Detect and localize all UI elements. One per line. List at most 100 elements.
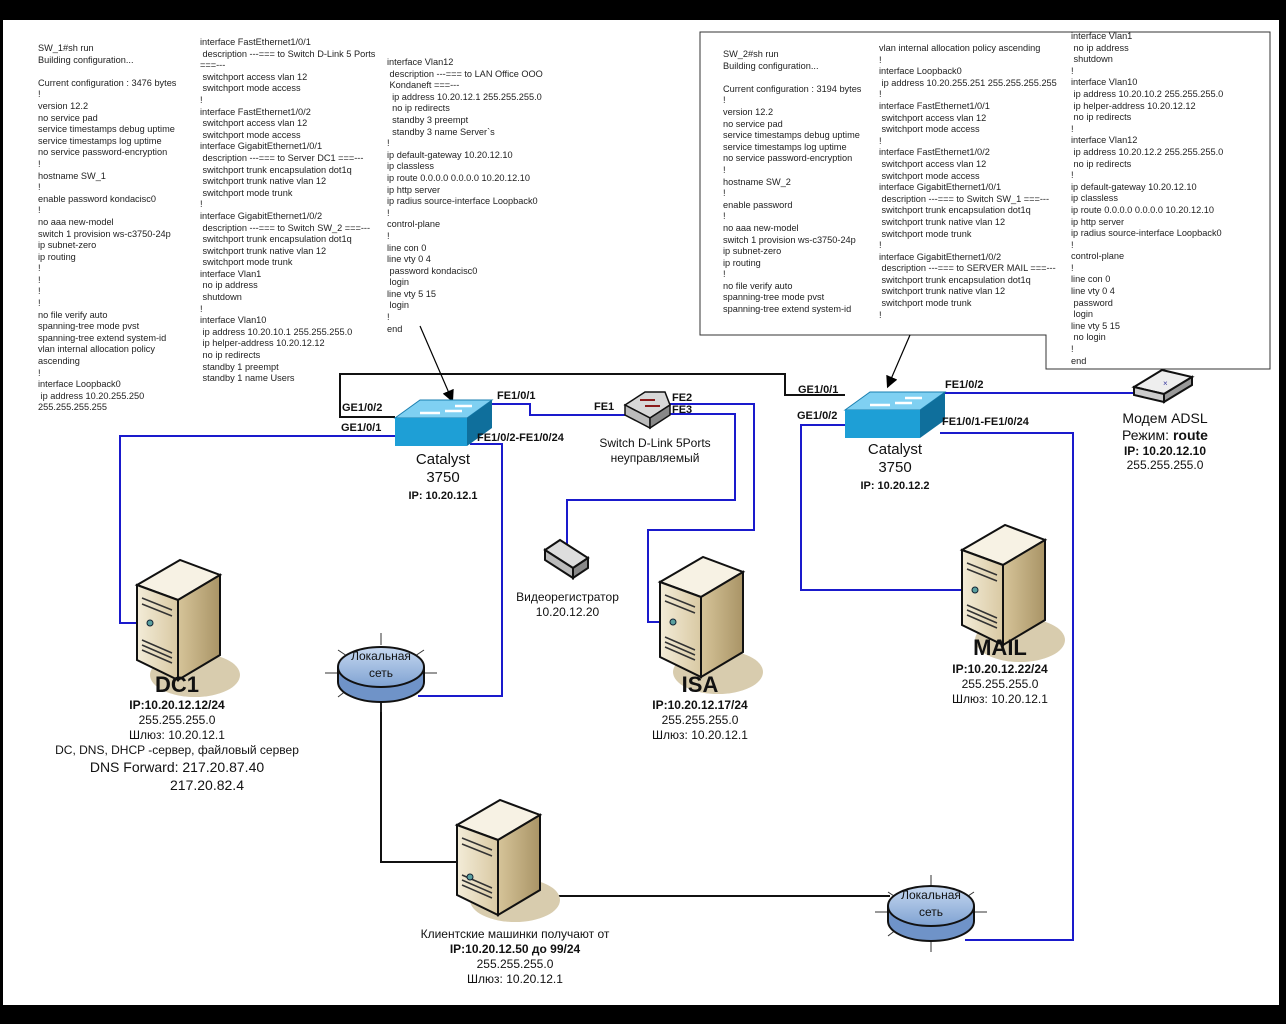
config-line: end — [1071, 355, 1087, 366]
dc1-mask: 255.255.255.0 — [138, 713, 216, 727]
config-line: ip route 0.0.0.0 0.0.0.0 10.20.12.10 — [1071, 204, 1215, 215]
config-line: interface FastEthernet1/0/2 — [200, 106, 311, 117]
config-line: interface GigabitEthernet1/0/2 — [200, 210, 323, 221]
config-line: ! — [723, 95, 726, 106]
config-line: ! — [723, 188, 726, 199]
link-dlink-fe3-to-dvr — [566, 413, 736, 544]
config-line: ip default-gateway 10.20.12.10 — [387, 149, 513, 160]
link-sw1-ge1-to-dc1 — [119, 435, 395, 624]
config-line: spanning-tree extend system-id — [723, 304, 852, 315]
config-line: ip http server — [1071, 216, 1125, 227]
clients-mask: 255.255.255.0 — [476, 957, 554, 971]
config-line: line con 0 — [1071, 274, 1111, 285]
config-line: ! — [1071, 170, 1074, 181]
mail-name: MAIL — [973, 635, 1027, 660]
sw2-port-fe2: FE1/0/2 — [945, 379, 984, 391]
config-line: vlan internal allocation policy — [38, 344, 155, 355]
config-line: no ip address — [1071, 42, 1129, 53]
config-line: ! — [38, 298, 41, 309]
isa-mask: 255.255.255.0 — [661, 713, 739, 727]
sw2-config-col3: interface Vlan1 no ip address shutdown!i… — [1071, 31, 1223, 367]
config-line: ascending — [38, 356, 80, 367]
config-line: no login — [1071, 332, 1106, 343]
lan1-icon — [325, 633, 437, 712]
config-line: hostname SW_2 — [723, 176, 791, 187]
config-line: spanning-tree mode pvst — [38, 321, 140, 332]
config-line: no service pad — [723, 118, 783, 129]
config-line: ! — [723, 269, 726, 280]
config-line: shutdown — [200, 292, 242, 303]
config-line: switchport access vlan 12 — [200, 118, 308, 129]
switch1-icon — [393, 399, 494, 446]
mail-mask: 255.255.255.0 — [961, 677, 1039, 691]
config-line: switchport access vlan 12 — [200, 71, 308, 82]
dlink-port-fe2: FE2 — [672, 392, 693, 404]
link-sw1-ge2-to-sw2-ge1 — [339, 373, 845, 418]
config-line: interface Vlan1 — [200, 268, 262, 279]
config-line: switchport mode trunk — [200, 257, 293, 268]
config-line: no ip redirects — [1071, 158, 1132, 169]
config-line: line con 0 — [387, 242, 427, 253]
isa-name: ISA — [681, 672, 719, 697]
config-line: ip radius source-interface Loopback0 — [387, 196, 538, 207]
switch2-ip: IP: 10.20.12.2 — [860, 480, 930, 492]
config-line: enable password kondacisc0 — [38, 193, 156, 204]
sw1-port-fe1: FE1/0/1 — [497, 390, 536, 402]
config-line: ! — [38, 286, 41, 297]
config-line: service timestamps debug uptime — [38, 124, 175, 135]
dlink-desc: неуправляемый — [610, 451, 700, 465]
config-line: switchport mode access — [879, 170, 980, 181]
config-line: ! — [879, 54, 882, 65]
config-line: ip classless — [1071, 193, 1118, 204]
config-line: ! — [38, 274, 41, 285]
config-line: switch 1 provision ws-c3750-24p — [38, 228, 171, 239]
config-line: Current configuration : 3476 bytes — [38, 77, 177, 88]
config-line: standby 1 preempt — [200, 361, 279, 372]
config-line: description ---=== to Switch D-Link 5 Po… — [200, 48, 376, 59]
lan1-label: Локальная сеть — [341, 648, 421, 682]
server-icon-dc1 — [134, 558, 240, 697]
config-line: password — [1071, 297, 1113, 308]
config-line: end — [387, 323, 403, 334]
config-line: switchport trunk native vlan 12 — [879, 216, 1006, 227]
config-line: standby 3 name Server`s — [387, 126, 495, 137]
dlink-switch-icon — [623, 391, 671, 430]
link-sw1-fe1-to-dlink — [492, 403, 625, 416]
config-line: switchport access vlan 12 — [879, 112, 987, 123]
config-line: no service password-encryption — [38, 147, 168, 158]
config-line: no ip address — [200, 280, 258, 291]
config-line: switchport trunk native vlan 12 — [200, 245, 327, 256]
modem-mode: Режим: route — [1100, 427, 1230, 444]
config-line: ! — [38, 263, 41, 274]
config-line: ip address 10.20.10.2 255.255.255.0 — [1071, 88, 1224, 99]
config-line: shutdown — [1071, 54, 1113, 65]
modem-ip: IP: 10.20.12.10 — [1123, 444, 1207, 458]
sw2-port-ge1: GE1/0/1 — [798, 384, 839, 396]
config-line: ip helper-address 10.20.12.12 — [200, 338, 325, 349]
lan1-line2: сеть — [368, 666, 394, 680]
config-line: version 12.2 — [38, 100, 89, 111]
switch2-label: Catalyst 3750 IP: 10.20.12.2 — [845, 441, 945, 495]
link-sw2-ge2-to-mail — [800, 424, 975, 591]
config-line: no service pad — [38, 112, 98, 123]
config-line: switchport mode access — [879, 124, 980, 135]
lan2-icon — [875, 875, 987, 952]
dc1-ip: IP:10.20.12.12/24 — [129, 698, 225, 712]
link-dlink-fe2-to-isa — [647, 403, 755, 623]
config-line: ip address 10.20.10.1 255.255.255.0 — [200, 326, 353, 337]
dc1-gateway: Шлюз: 10.20.12.1 — [129, 728, 225, 742]
config-line: password kondacisc0 — [387, 265, 478, 276]
config-line: no file verify auto — [38, 309, 108, 320]
config-line: ip routing — [38, 251, 76, 262]
config-line: ! — [200, 94, 203, 105]
config-line: ! — [723, 164, 726, 175]
config-line: service timestamps log uptime — [723, 141, 847, 152]
config-line: ! — [38, 158, 41, 169]
dlink-port-fe1: FE1 — [594, 401, 615, 413]
config-line: ip http server — [387, 184, 441, 195]
config-line: ! — [1071, 123, 1074, 134]
link-lan1-to-clients — [380, 700, 458, 863]
lan2-label: Локальная сеть — [891, 887, 971, 921]
mail-ip: IP:10.20.12.22/24 — [952, 662, 1048, 676]
